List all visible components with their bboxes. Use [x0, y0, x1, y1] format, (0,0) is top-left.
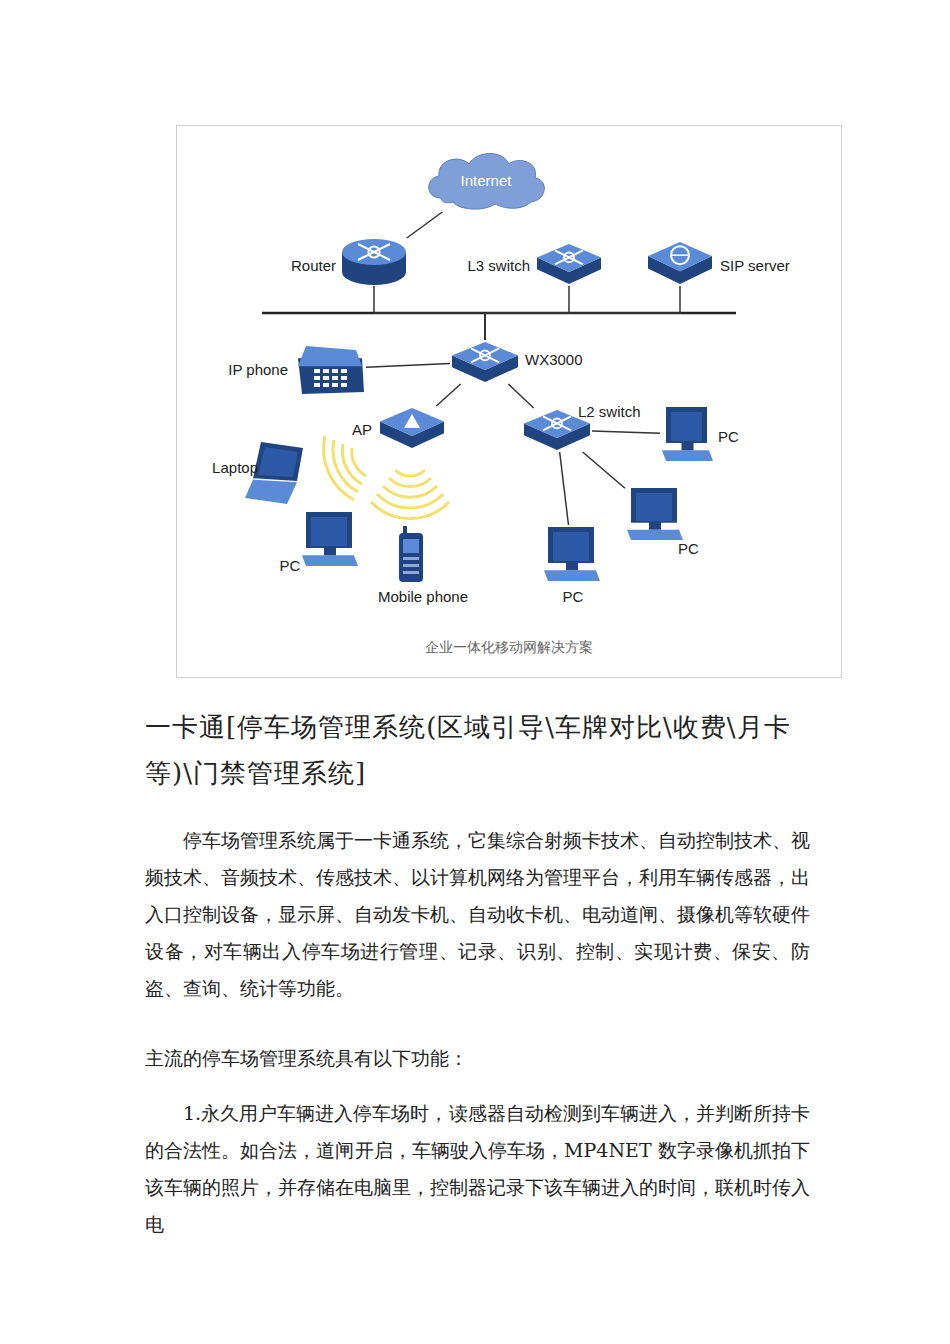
network-link [366, 364, 450, 368]
device-label: Router [291, 257, 336, 275]
device-label: PC [280, 557, 301, 575]
body-paragraph: 1.永久用户车辆进入停车场时，读感器自动检测到车辆进入，并判断所持卡的合法性。如… [145, 1095, 810, 1243]
device-label: Mobile phone [378, 588, 468, 606]
figure-caption: 企业一体化移动网解决方案 [425, 639, 593, 657]
switch-icon [450, 340, 520, 384]
network-link [592, 431, 660, 433]
device-node: WX3000 [450, 340, 520, 384]
router-icon [341, 238, 407, 286]
network-link [374, 286, 485, 340]
sip-icon [646, 240, 714, 286]
pc-icon [542, 525, 602, 583]
device-label: AP [352, 421, 372, 439]
section-heading: 一卡通[停车场管理系统(区域引导\车牌对比\收费\月卡等)\门禁管理系统] [145, 704, 810, 796]
device-node: SIP server [646, 240, 714, 286]
device-label: PC [718, 428, 739, 446]
device-label: PC [563, 588, 584, 606]
network-link [560, 452, 569, 525]
device-label: SIP server [720, 257, 790, 275]
switch-icon [535, 242, 603, 286]
ap-icon [378, 406, 446, 450]
device-label: IP phone [228, 361, 288, 379]
device-label: Laptop [212, 459, 258, 477]
pc-icon [625, 486, 685, 542]
device-node: IP phone [292, 342, 366, 396]
network-link [485, 286, 680, 340]
network-link [436, 384, 460, 406]
mobile-icon [398, 525, 424, 583]
device-node: Laptop [243, 440, 305, 506]
device-label: WX3000 [525, 351, 583, 369]
device-node: PC [542, 525, 602, 583]
device-node: L3 switch [535, 242, 603, 286]
device-node: Mobile phone [398, 525, 424, 583]
device-node: L2 switch [522, 408, 592, 452]
body-paragraph: 停车场管理系统属于一卡通系统，它集综合射频卡技术、自动控制技术、视频技术、音频技… [145, 822, 810, 1007]
network-link [508, 384, 533, 408]
device-node: AP [378, 406, 446, 450]
network-link [407, 212, 443, 238]
device-label: L3 switch [467, 257, 530, 275]
wireless-waves [324, 436, 449, 519]
device-node: PC [660, 405, 715, 463]
figure-frame [177, 126, 842, 678]
body-paragraph: 主流的停车场管理系统具有以下功能： [145, 1040, 810, 1077]
network-cloud: Internet [423, 148, 549, 212]
device-label: L2 switch [578, 403, 641, 421]
device-node: PC [625, 486, 685, 542]
device-node: Router [341, 238, 407, 286]
node-label: Internet [461, 172, 512, 189]
device-label: PC [678, 540, 699, 558]
pc-icon [660, 405, 715, 463]
phone-icon [292, 342, 366, 396]
network-link [583, 452, 625, 488]
pc-icon [300, 510, 360, 568]
device-node: PC [300, 510, 360, 568]
